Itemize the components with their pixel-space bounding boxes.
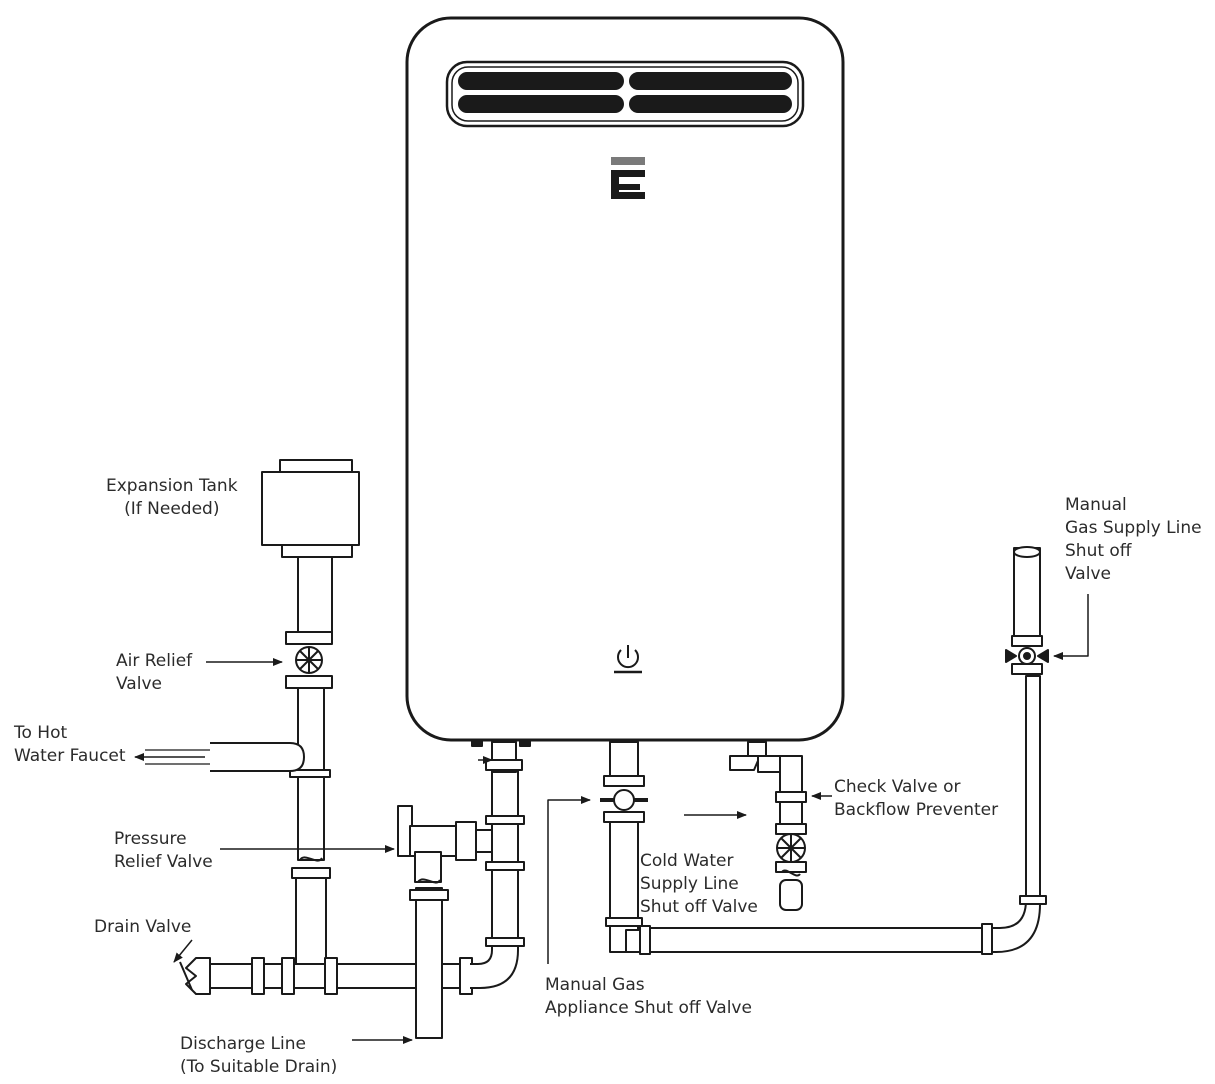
- pressure-relief-valve-label-line1: Pressure: [114, 829, 187, 849]
- pressure-relief-valve: [397, 805, 493, 884]
- air-relief-valve-label-line1: Air Relief: [116, 651, 193, 671]
- to-hot-water-faucet-label-line2: Water Faucet: [14, 746, 126, 766]
- gas-appliance-shutoff-label-line1: Manual Gas: [545, 975, 645, 995]
- gas-supply-shutoff-label-line2: Gas Supply Line: [1065, 518, 1202, 538]
- drain-valve-label-line1: Drain Valve: [94, 917, 192, 937]
- expansion-tank-label-line1: Expansion Tank: [106, 476, 238, 496]
- discharge-line-label-line1: Discharge Line: [180, 1034, 306, 1054]
- air-relief-valve-label: Air Relief Valve: [116, 650, 192, 696]
- to-hot-water-faucet-label: To Hot Water Faucet: [14, 722, 126, 768]
- drain-valve-label: Drain Valve: [94, 916, 191, 939]
- vent-grille: [445, 60, 805, 128]
- check-valve-label: Check Valve or Backflow Preventer: [834, 776, 998, 822]
- pressure-relief-valve-label: Pressure Relief Valve: [114, 828, 213, 874]
- gas-supply-line: [625, 546, 1047, 955]
- discharge-line-label-line2: (To Suitable Drain): [180, 1057, 338, 1077]
- cold-water-shutoff-label-line1: Cold Water: [640, 851, 734, 871]
- leader-arrows: [173, 594, 1089, 1044]
- discharge-pipe: [409, 887, 449, 1039]
- gas-supply-shutoff-valve: [1005, 635, 1049, 675]
- discharge-line-label: Discharge Line (To Suitable Drain): [180, 1033, 337, 1079]
- unit-bottom-fittings: [471, 739, 531, 747]
- expansion-tank: [261, 459, 360, 633]
- cold-water-inlet: [729, 741, 803, 793]
- water-heater-unit: [405, 16, 845, 747]
- cold-water-shutoff-label: Cold Water Supply Line Shut off Valve: [640, 850, 758, 919]
- gas-supply-shutoff-label: Manual Gas Supply Line Shut off Valve: [1065, 494, 1202, 586]
- pressure-relief-valve-label-line2: Relief Valve: [114, 852, 213, 872]
- drain-valve: [179, 957, 211, 995]
- check-valve: [775, 791, 807, 825]
- brand-logo: [611, 157, 645, 199]
- gas-supply-shutoff-label-line3: Shut off: [1065, 541, 1132, 561]
- hot-water-riser: [289, 687, 331, 965]
- expansion-tank-label-line2: (If Needed): [124, 499, 220, 519]
- expansion-tank-label: Expansion Tank (If Needed): [106, 475, 238, 521]
- cold-water-shutoff-label-line2: Supply Line: [640, 874, 739, 894]
- gas-appliance-shutoff-label: Manual Gas Appliance Shut off Valve: [545, 974, 752, 1020]
- to-hot-water-faucet-label-line1: To Hot: [14, 723, 68, 743]
- gas-appliance-shutoff-label-line2: Appliance Shut off Valve: [545, 998, 752, 1018]
- air-relief-valve-label-line2: Valve: [116, 674, 162, 694]
- gas-appliance-shutoff-valve: [600, 741, 648, 953]
- cold-water-shutoff-valve: [775, 823, 807, 911]
- hot-water-outlet: [134, 742, 305, 772]
- cold-water-shutoff-label-line3: Shut off Valve: [640, 897, 758, 917]
- hot-supply-elbow: [470, 741, 525, 989]
- gas-supply-shutoff-label-line1: Manual: [1065, 495, 1127, 515]
- air-relief-valve: [285, 631, 333, 689]
- gas-supply-shutoff-label-line4: Valve: [1065, 564, 1111, 584]
- power-icon[interactable]: [614, 645, 642, 674]
- check-valve-label-line1: Check Valve or: [834, 777, 961, 797]
- check-valve-label-line2: Backflow Preventer: [834, 800, 999, 820]
